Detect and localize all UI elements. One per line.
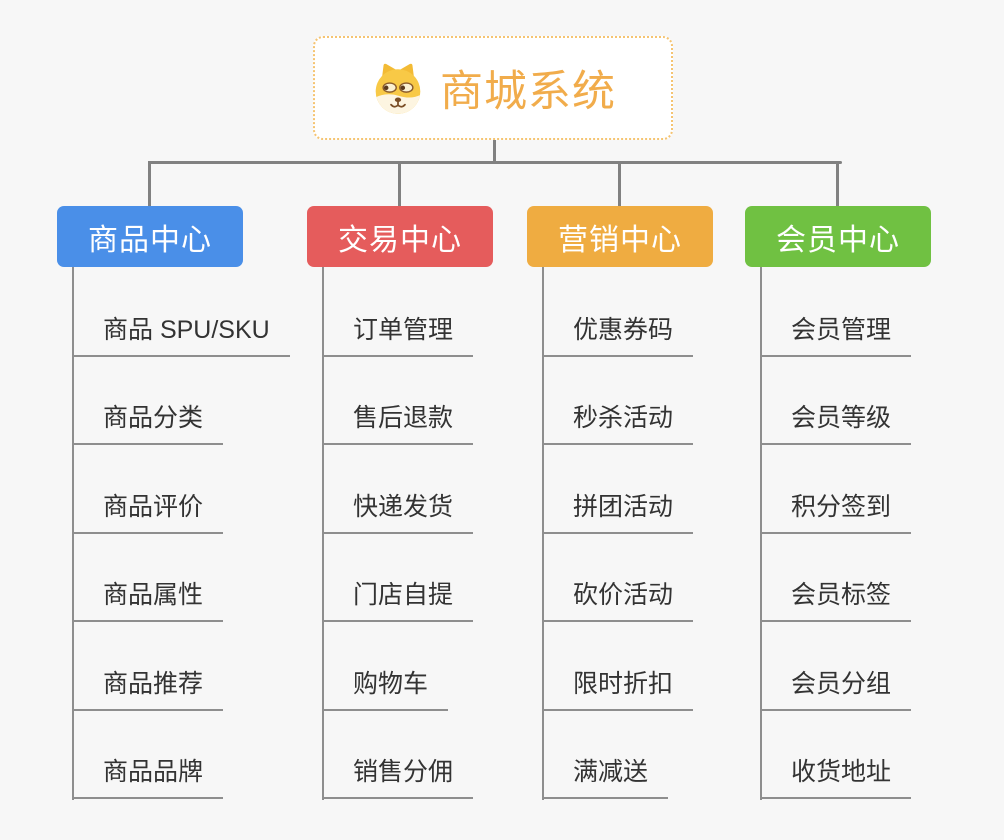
subtopic-node[interactable]: 会员分组: [760, 668, 912, 711]
branch-box[interactable]: 交易中心: [307, 206, 493, 267]
subtopic-node[interactable]: 商品评价: [72, 491, 224, 534]
root-title: 商城系统: [440, 68, 616, 116]
branch-column: 会员中心 会员管理会员等级积分签到会员标签会员分组收货地址: [745, 161, 1004, 840]
branch-box[interactable]: 营销中心: [527, 206, 713, 267]
branch-column: 交易中心 订单管理售后退款快递发货门店自提购物车销售分佣: [307, 161, 597, 840]
subtopic-node[interactable]: 会员等级: [760, 402, 912, 446]
subtopic-node[interactable]: 秒杀活动: [542, 402, 694, 446]
subtopic-node[interactable]: 商品属性: [72, 579, 224, 623]
subtopic-node[interactable]: 商品 SPU/SKU: [72, 314, 290, 357]
branch-label: 会员中心: [776, 223, 900, 257]
subtopic-node[interactable]: 商品分类: [72, 402, 224, 446]
subtopic-node[interactable]: 售后退款: [322, 402, 474, 446]
subtopic-node[interactable]: 订单管理: [322, 314, 474, 357]
branch-box[interactable]: 商品中心: [57, 206, 243, 267]
root-node[interactable]: 商城系统: [313, 36, 673, 140]
branch-box[interactable]: 会员中心: [745, 206, 931, 267]
branch-drop-line: [148, 161, 151, 207]
subtopic-node[interactable]: 商品品牌: [72, 756, 224, 799]
subtopic-node[interactable]: 会员管理: [760, 314, 912, 357]
branch-drop-line: [618, 161, 621, 207]
branch-drop-line: [836, 161, 839, 207]
subtopic-node[interactable]: 限时折扣: [542, 668, 694, 711]
subtopic-node[interactable]: 商品推荐: [72, 668, 224, 711]
dog-icon: [370, 60, 426, 116]
subtopic-node[interactable]: 拼团活动: [542, 491, 694, 534]
branch-label: 营销中心: [558, 223, 682, 257]
root-connector-line: [493, 140, 496, 163]
subtopic-node[interactable]: 销售分佣: [322, 756, 474, 799]
subtopic-node[interactable]: 优惠券码: [542, 314, 694, 357]
subtopic-node[interactable]: 积分签到: [760, 491, 912, 534]
subtopic-node[interactable]: 会员标签: [760, 579, 912, 623]
subtopic-node[interactable]: 砍价活动: [542, 579, 694, 623]
branch-drop-line: [398, 161, 401, 207]
subtopic-node[interactable]: 收货地址: [760, 756, 912, 799]
branch-label: 交易中心: [338, 223, 462, 257]
branch-column: 营销中心 优惠券码秒杀活动拼团活动砍价活动限时折扣满减送: [527, 161, 817, 840]
subtopic-node[interactable]: 购物车: [322, 668, 449, 711]
subtopic-node[interactable]: 快递发货: [322, 491, 474, 534]
subtopic-node[interactable]: 满减送: [542, 756, 669, 799]
branch-column: 商品中心 商品 SPU/SKU 商品分类商品评价商品属性商品推荐商品品牌: [57, 161, 347, 840]
branch-bus-line: [149, 161, 842, 164]
subtopic-node[interactable]: 门店自提: [322, 579, 474, 623]
branch-label: 商品中心: [88, 223, 212, 257]
